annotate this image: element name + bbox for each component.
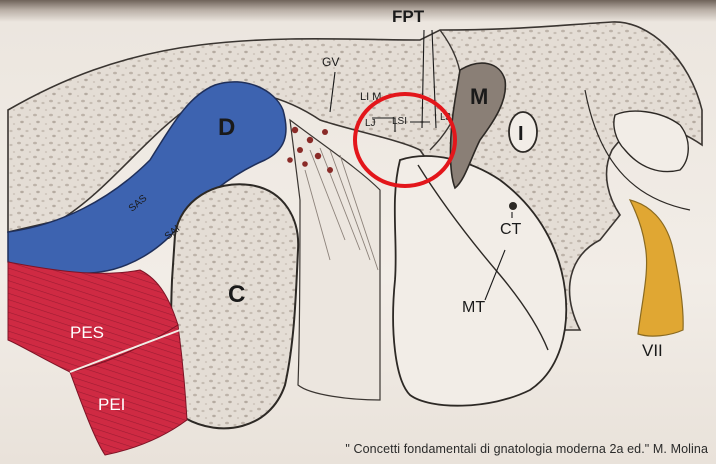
label-lsi: LSI	[392, 116, 407, 127]
label-d: D	[218, 114, 235, 141]
label-gv: GV	[322, 55, 339, 69]
figure-caption: " Concetti fondamentali di gnatologia mo…	[0, 442, 708, 456]
label-pes: PES	[70, 323, 104, 342]
label-vii: VII	[642, 341, 663, 360]
facial-nerve	[630, 200, 683, 336]
chorda-tympani-dot	[509, 202, 517, 210]
label-i: I	[518, 123, 524, 145]
label-fpt: FPT	[392, 7, 425, 26]
label-mt: MT	[462, 299, 485, 316]
label-pei: PEI	[98, 395, 125, 414]
label-ct: CT	[500, 221, 522, 238]
label-c: C	[228, 281, 245, 308]
label-m: M	[470, 84, 488, 109]
label-lj-left: LJ	[365, 118, 376, 129]
